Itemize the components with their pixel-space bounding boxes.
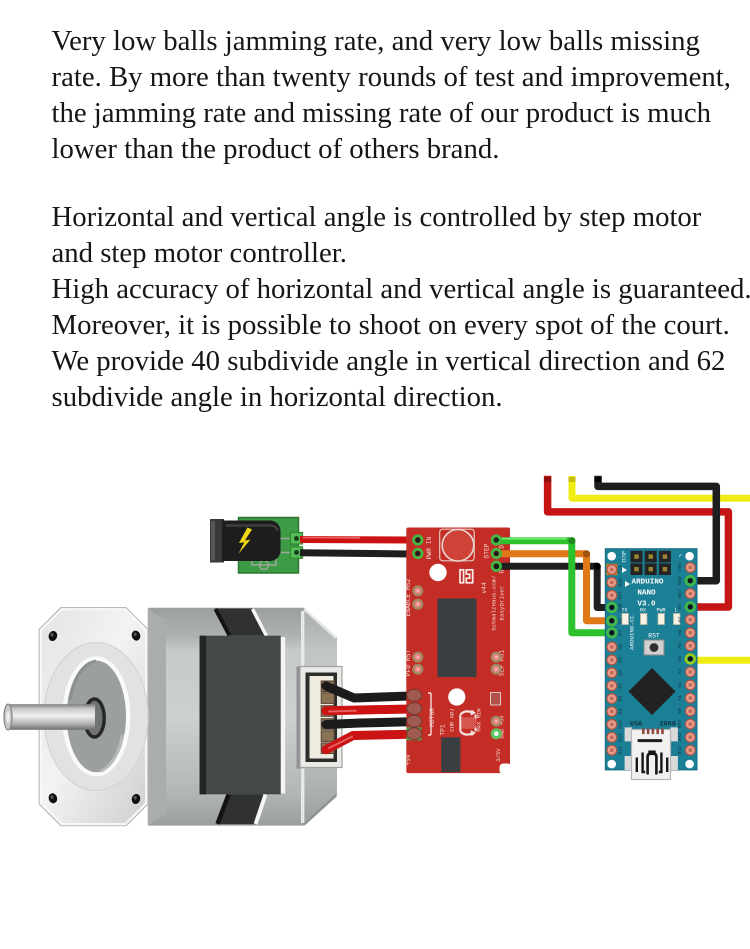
svg-text:ARDUINO: ARDUINO <box>632 579 664 587</box>
svg-text:RX: RX <box>640 608 646 614</box>
svg-text:D13: D13 <box>677 746 683 755</box>
svg-text:ENABLE MS2: ENABLE MS2 <box>405 578 412 616</box>
svg-text:D7: D7 <box>618 683 624 689</box>
svg-text:CUR ADJ: CUR ADJ <box>449 708 456 731</box>
svg-text:USA: USA <box>630 721 643 729</box>
svg-text:MAX MIN: MAX MIN <box>476 708 483 731</box>
svg-text:D10: D10 <box>618 720 624 729</box>
svg-text:PWR: PWR <box>657 608 666 614</box>
svg-text:A4: A4 <box>677 656 683 662</box>
svg-text:v44: v44 <box>481 582 488 594</box>
svg-text:A5: A5 <box>677 643 683 649</box>
svg-text:D12: D12 <box>618 746 624 755</box>
svg-text:5V: 5V <box>677 604 683 610</box>
svg-text:⌜: ⌜ <box>679 554 682 563</box>
svg-text:A6: A6 <box>677 630 683 636</box>
svg-text:D11: D11 <box>618 733 624 742</box>
svg-text:SLP MS1: SLP MS1 <box>499 650 506 677</box>
svg-text:D5: D5 <box>618 657 624 663</box>
svg-text:D2: D2 <box>618 618 624 624</box>
svg-text:3/5V: 3/5V <box>495 748 502 762</box>
svg-text:PFD RST: PFD RST <box>405 650 412 677</box>
svg-text:GND: GND <box>677 576 683 585</box>
svg-text:RST: RST <box>648 633 660 640</box>
svg-text:TX1: TX1 <box>618 565 624 574</box>
svg-text:V3.0: V3.0 <box>637 601 656 609</box>
svg-text:D8: D8 <box>618 696 624 702</box>
svg-text:D3: D3 <box>618 630 624 636</box>
svg-text:MOTOR: MOTOR <box>429 708 436 727</box>
svg-text:REF: REF <box>677 720 683 729</box>
svg-text:TP1: TP1 <box>440 724 447 736</box>
svg-text:A3: A3 <box>677 669 683 675</box>
svg-text:RST: RST <box>677 589 683 598</box>
svg-text:D4: D4 <box>618 644 624 650</box>
svg-text:3V3: 3V3 <box>677 733 683 742</box>
svg-text:PWR IN: PWR IN <box>426 536 433 559</box>
svg-text:VIN: VIN <box>677 563 683 572</box>
svg-text:D6: D6 <box>618 670 624 676</box>
svg-text:GND: GND <box>618 603 624 612</box>
svg-text:ARDUINO-CC: ARDUINO-CC <box>629 615 636 650</box>
svg-text:ICSP: ICSP <box>622 551 628 563</box>
svg-text:L: L <box>675 608 678 614</box>
svg-text:RXD: RXD <box>618 578 624 587</box>
svg-text:TX: TX <box>622 608 628 614</box>
svg-text:EasyDriver: EasyDriver <box>499 586 506 621</box>
svg-text:D9: D9 <box>618 709 624 715</box>
svg-text:+5V: +5V <box>405 754 412 766</box>
svg-text:2009: 2009 <box>660 721 676 729</box>
svg-text:RST: RST <box>618 591 624 600</box>
svg-text:A0: A0 <box>677 708 683 714</box>
svg-text:A1: A1 <box>677 695 683 701</box>
svg-text:A2: A2 <box>677 682 683 688</box>
svg-text:A7: A7 <box>677 617 683 623</box>
svg-text:GND +5V: GND +5V <box>499 715 506 739</box>
svg-text:NANO: NANO <box>637 590 656 598</box>
svg-text:STEP: STEP <box>484 543 491 558</box>
svg-text:SchmalzHaus-com/: SchmalzHaus-com/ <box>491 575 498 631</box>
